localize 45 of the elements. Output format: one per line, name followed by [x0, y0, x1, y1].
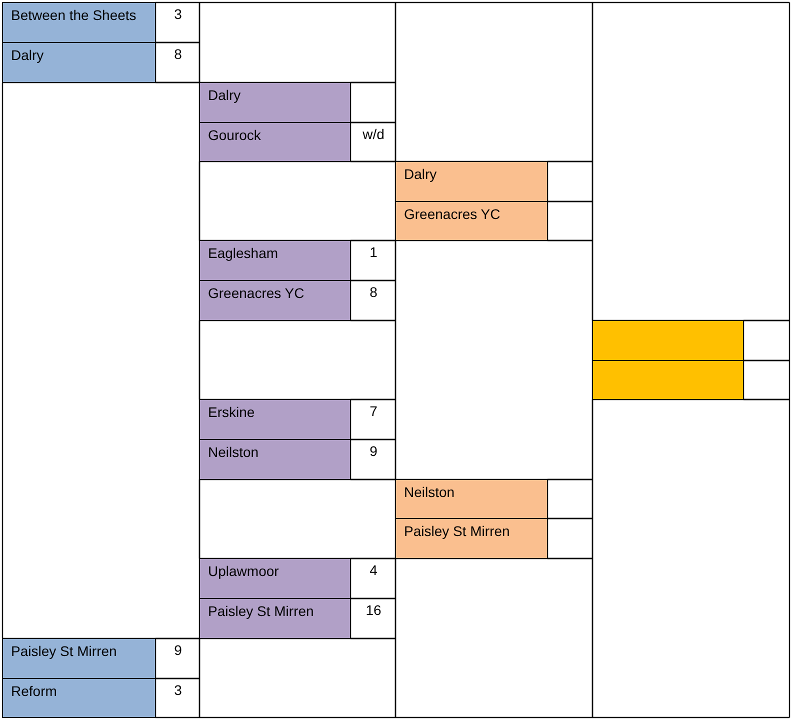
score: 9 [174, 642, 182, 659]
team-name: Greenacres YC [404, 206, 500, 223]
score: 3 [174, 6, 182, 23]
score: 3 [174, 682, 182, 699]
team-name: Between the Sheets [11, 7, 136, 24]
team-name: Paisley St Mirren [404, 523, 510, 540]
score: 8 [174, 46, 182, 63]
team-slot [199, 399, 351, 440]
team-slot [395, 161, 548, 202]
score: 1 [370, 244, 378, 261]
team-name: Neilston [404, 484, 455, 501]
team-slot [2, 678, 156, 718]
score: 9 [370, 443, 378, 460]
team-name: Eaglesham [208, 245, 278, 262]
team-name: Gourock [208, 127, 261, 144]
team-slot [199, 240, 351, 281]
score: 16 [366, 602, 382, 619]
team-slot [199, 122, 351, 162]
team-name: Paisley St Mirren [11, 643, 117, 660]
team-slot [2, 2, 156, 43]
team-name: Dalry [11, 47, 44, 64]
team-name: Greenacres YC [208, 285, 304, 302]
team-name: Neilston [208, 444, 259, 461]
team-name: Uplawmoor [208, 563, 279, 580]
team-name: Dalry [208, 87, 241, 104]
score: w/d [362, 126, 384, 143]
team-slot [395, 518, 548, 559]
team-name: Dalry [404, 166, 437, 183]
team-name: Paisley St Mirren [208, 603, 314, 620]
team-slot [2, 638, 156, 679]
team-slot [199, 82, 351, 123]
score: 4 [370, 562, 378, 579]
score: 7 [370, 403, 378, 420]
team-name: Reform [11, 683, 57, 700]
team-slot [199, 598, 351, 639]
team-slot [199, 280, 351, 321]
score: 8 [370, 284, 378, 301]
team-slot [395, 479, 548, 519]
team-slot [199, 558, 351, 599]
team-slot [2, 42, 156, 83]
team-slot [395, 201, 548, 241]
team-slot [199, 439, 351, 480]
empty-team-slot [592, 360, 744, 400]
empty-team-slot [592, 320, 744, 361]
team-name: Erskine [208, 404, 255, 421]
